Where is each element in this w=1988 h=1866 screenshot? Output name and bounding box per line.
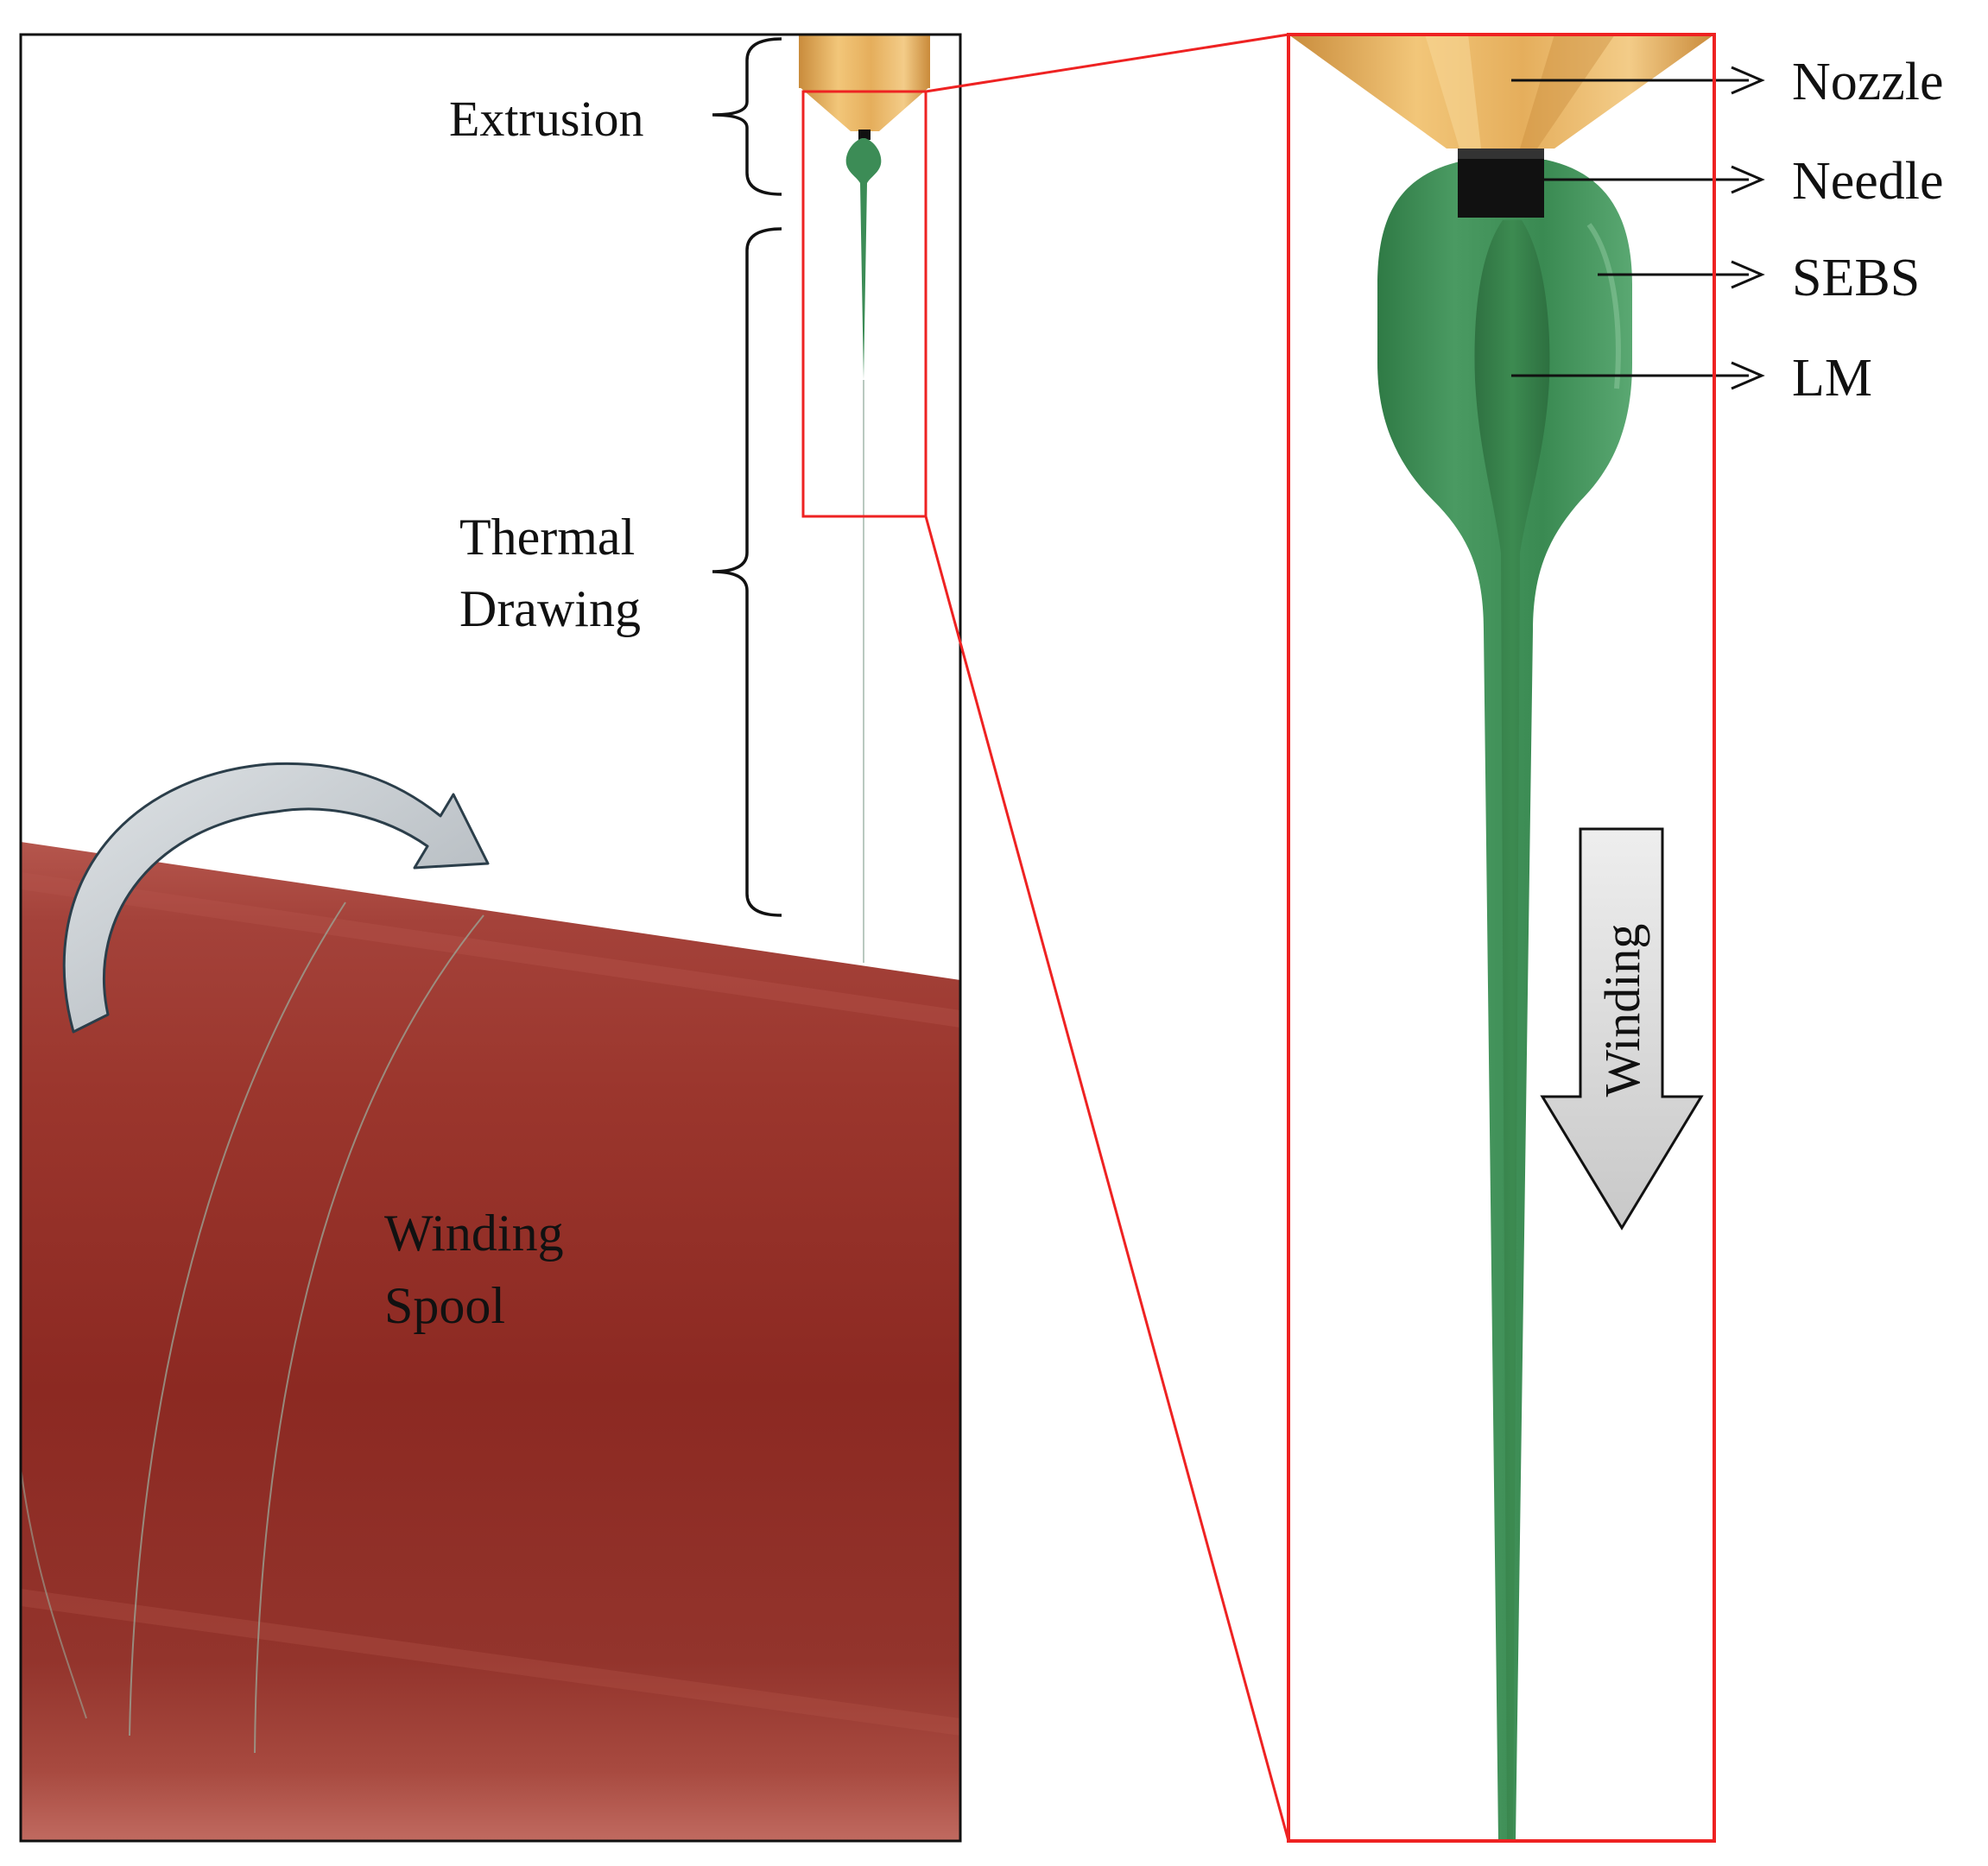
fiber-zoom [1377,160,1632,1841]
lm-core [1474,220,1550,1841]
needle-label: Needle [1792,152,1944,211]
winding-arrow-label: Winding [1594,924,1650,1097]
extrusion-brace [712,37,782,196]
thermal-drawing-label-line2: Drawing [459,580,641,637]
overview-frame [19,33,962,1843]
sebs-label: SEBS [1792,249,1920,307]
nozzle-small [799,35,930,140]
winding-spool [21,842,960,1841]
thermal-drawing-brace [712,227,782,917]
zoom-panel: Winding Nozzle Needle SEBS LM [1287,33,1944,1843]
extrusion-label: Extrusion [449,91,644,147]
overview-panel: Extrusion Thermal Drawing Winding Spool [19,33,962,1843]
winding-direction-arrow-icon: Winding [1540,827,1704,1230]
lm-label: LM [1792,349,1872,408]
callout-arrows [1511,66,1765,390]
zoom-projection-bottom [924,516,1290,1842]
fiber-small [845,138,882,380]
zoom-panel-frame [1287,33,1716,1843]
nozzle-label: Nozzle [1792,53,1944,111]
winding-spool-label-line1: Winding [384,1205,564,1262]
thermal-drawing-label-line1: Thermal [459,509,635,566]
zoom-projection-top [925,33,1289,93]
winding-spool-label-line2: Spool [384,1277,505,1334]
nozzle-large [1288,35,1714,149]
rotation-arrow-icon [62,762,490,1034]
zoom-region-box [801,90,928,518]
